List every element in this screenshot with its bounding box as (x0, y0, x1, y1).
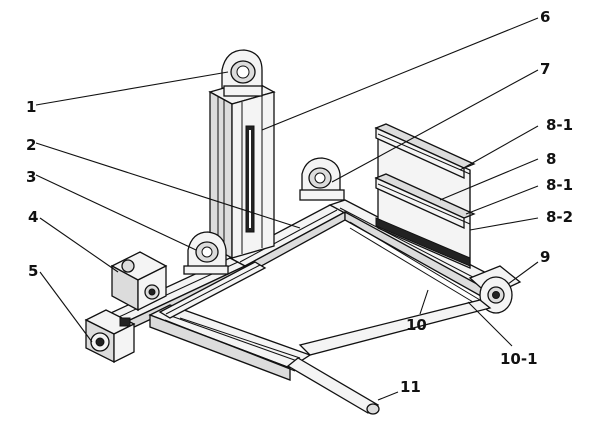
callout-7: 7 (540, 60, 550, 78)
callout-9: 9 (540, 248, 550, 266)
callout-8-1-top: 8-1 (546, 116, 573, 134)
callout-10: 10 (406, 316, 427, 334)
rod-11 (286, 357, 380, 415)
front-right-rail (298, 299, 492, 356)
vertical-post (208, 79, 276, 260)
callout-10-1: 10-1 (500, 350, 538, 368)
callout-11: 11 (400, 378, 421, 396)
top-bearing-1 (221, 49, 263, 97)
corner-block-5 (84, 309, 136, 364)
callout-3: 3 (26, 168, 36, 186)
end-cap-9 (468, 265, 522, 314)
plate-8 (374, 123, 476, 269)
bearing-3 (183, 231, 229, 275)
cube-block-4 (110, 251, 168, 312)
right-rail-10 (328, 199, 502, 306)
callout-8: 8 (546, 150, 556, 168)
callout-8-2: 8-2 (546, 208, 573, 226)
front-rail (148, 304, 312, 381)
callout-5: 5 (28, 262, 38, 280)
callout-1: 1 (26, 98, 36, 116)
callout-6: 6 (540, 8, 550, 26)
callout-4: 4 (28, 208, 38, 226)
bearing-7 (299, 157, 345, 201)
leader-lines (35, 17, 539, 401)
inner-rail (158, 261, 267, 319)
callout-labels: 1 2 3 4 5 6 7 8-1 8 8-1 8-2 9 10 10-1 11 (26, 8, 573, 396)
callout-2: 2 (26, 136, 36, 154)
callout-8-1-middle: 8-1 (546, 176, 573, 194)
